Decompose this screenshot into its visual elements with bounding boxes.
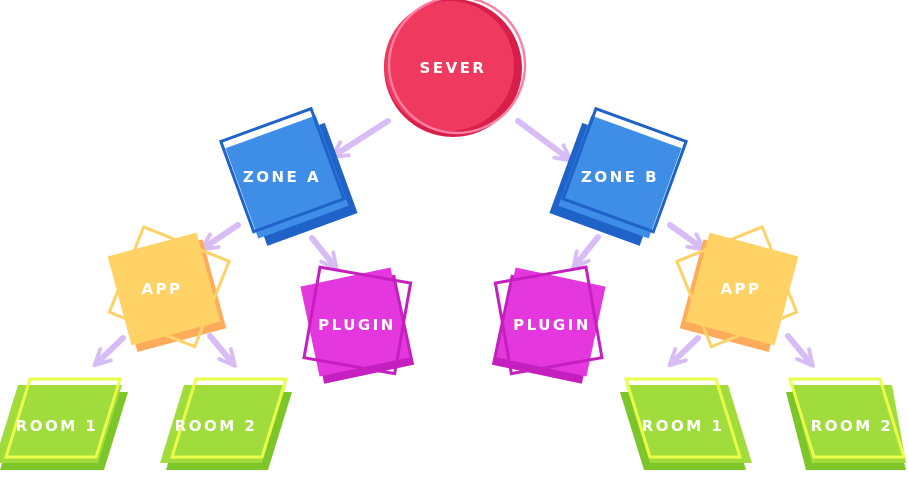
room-1-left-label: ROOM 1 — [16, 417, 99, 435]
room-2-right-label: ROOM 2 — [811, 417, 894, 435]
arrow-app-left-room-2 — [207, 333, 237, 368]
node-server: SEVER — [384, 0, 527, 137]
zone-b-label: ZONE B — [581, 168, 659, 186]
arrow-server-zone-a — [329, 118, 391, 160]
room-2-left-label: ROOM 2 — [175, 417, 258, 435]
node-zone-a: ZONE A — [218, 106, 358, 246]
room-1-right-label: ROOM 1 — [642, 417, 725, 435]
arrow-zone-a-plugin — [309, 235, 339, 271]
arrow-zone-a-app — [199, 222, 241, 252]
arrow-app-left-room-1 — [92, 335, 126, 368]
arrow-zone-b-plugin — [571, 234, 601, 270]
arrow-app-right-room-2 — [785, 333, 815, 368]
plugin-right-label: PLUGIN — [513, 316, 591, 334]
zone-a-label: ZONE A — [243, 168, 321, 186]
node-room-2-right: ROOM 2 — [786, 377, 907, 470]
arrow-server-zone-b — [515, 118, 574, 163]
connectors — [92, 118, 815, 368]
node-zone-b: ZONE B — [549, 106, 689, 246]
node-plugin-left: PLUGIN — [300, 265, 415, 384]
node-room-1-right: ROOM 1 — [620, 377, 752, 470]
app-left-label: APP — [141, 280, 182, 298]
node-room-1-left: ROOM 1 — [0, 377, 128, 470]
arrow-zone-b-app — [667, 222, 707, 252]
node-app-right: APP — [674, 224, 799, 353]
node-app-left: APP — [107, 224, 232, 353]
app-right-label: APP — [720, 280, 761, 298]
node-room-2-left: ROOM 2 — [160, 377, 292, 470]
node-plugin-right: PLUGIN — [491, 265, 606, 384]
server-label: SEVER — [420, 59, 487, 77]
arrow-app-right-room-1 — [667, 335, 701, 368]
plugin-left-label: PLUGIN — [318, 316, 396, 334]
